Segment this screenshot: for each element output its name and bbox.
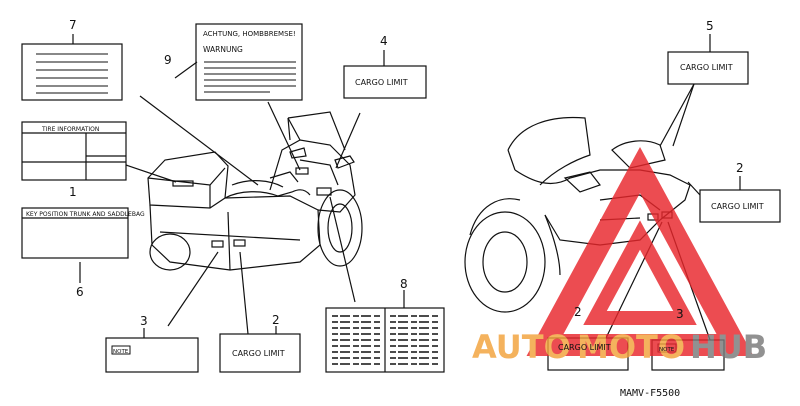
cargo-limit-5: CARGO LIMIT <box>680 63 733 72</box>
achtung-text: ACHTUNG, HOMBBREMSE! <box>203 30 296 38</box>
label-7-box <box>21 43 123 101</box>
label-2-left-box <box>219 333 301 373</box>
label-6-box <box>21 207 129 259</box>
part-code: MAMV-F5500 <box>620 388 680 399</box>
cargo-limit-2-left: CARGO LIMIT <box>232 349 285 358</box>
label-2-right-box <box>699 189 781 223</box>
watermark-auto: AUTO <box>472 328 571 366</box>
label-1-box <box>21 121 127 181</box>
label-5-box <box>667 51 749 85</box>
note-text-right: NOTE <box>659 347 675 353</box>
cargo-limit-2-bottom: CARGO LIMIT <box>558 343 611 352</box>
label-texts: TIRE INFORMATION KEY POSITION TRUNK AND … <box>26 30 764 399</box>
tire-information-text: TIRE INFORMATION <box>41 126 99 133</box>
warnung-text: WARNUNG <box>203 45 243 54</box>
watermark: AUTO MOTO HUB <box>472 146 767 366</box>
callout-9: 9 <box>164 53 172 67</box>
callout-7: 7 <box>69 18 77 32</box>
callout-4: 4 <box>380 34 388 48</box>
cargo-limit-2-right: CARGO LIMIT <box>711 202 764 211</box>
watermark-moto: MOTO <box>577 328 685 366</box>
callout-3-left: 3 <box>140 314 148 328</box>
note-text-left: NOTE <box>113 349 129 355</box>
key-position-text: KEY POSITION TRUNK AND SADDLEBAG <box>26 211 145 218</box>
label-4-box <box>343 65 427 99</box>
callout-numbers: 7 1 6 9 4 8 3 2 5 2 2 3 <box>69 18 744 328</box>
callout-6: 6 <box>76 285 84 299</box>
callout-3-right: 3 <box>676 307 684 321</box>
label-9-box <box>195 23 303 101</box>
leader-lines <box>72 34 741 341</box>
callout-5: 5 <box>706 19 714 33</box>
callout-2-right: 2 <box>736 161 744 175</box>
callout-2-left: 2 <box>272 313 280 327</box>
callout-8: 8 <box>400 277 408 291</box>
watermark-hub: HUB <box>690 328 767 366</box>
label-3-left-box <box>105 337 199 373</box>
cargo-limit-4: CARGO LIMIT <box>355 78 408 87</box>
callout-1: 1 <box>69 185 77 199</box>
callout-2-bottom: 2 <box>574 305 582 319</box>
left-motorcycle <box>147 111 363 271</box>
